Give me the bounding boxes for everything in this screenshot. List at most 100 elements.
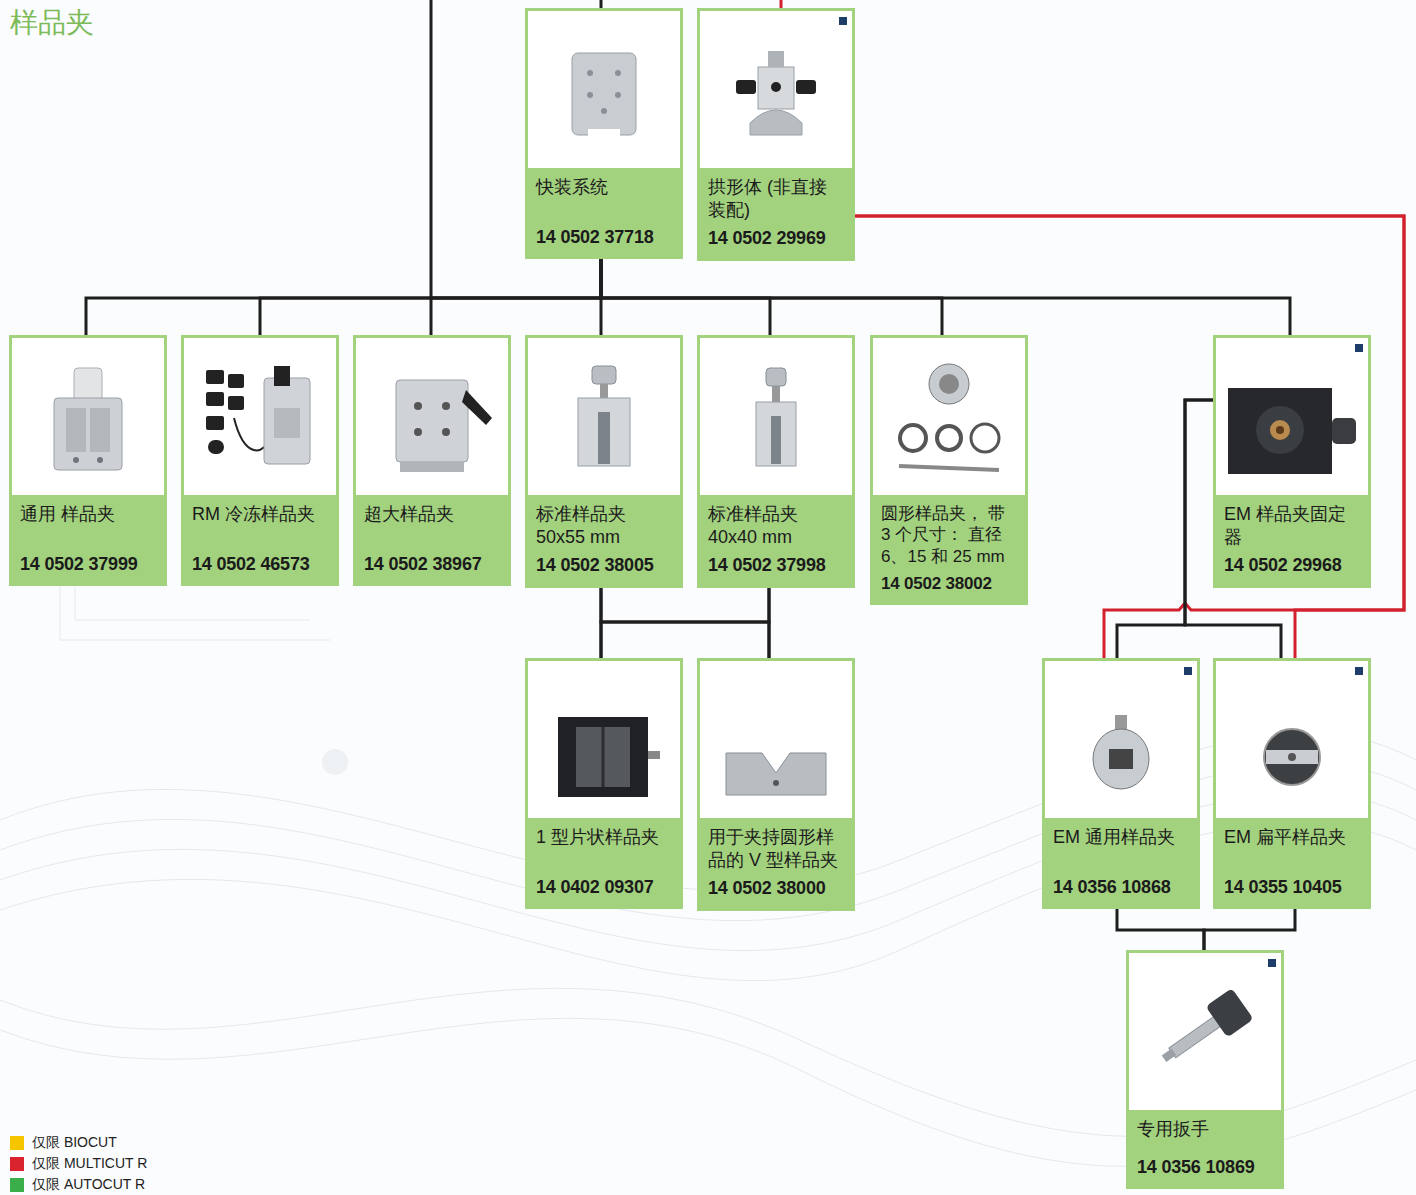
product-name: 标准样品夹 50x55 mm <box>536 503 672 548</box>
em-universal-picture <box>1109 749 1133 769</box>
marker-square <box>1184 667 1192 675</box>
product-box: EM 扁平样品夹14 0355 10405 <box>1213 658 1371 909</box>
oversize-clamp-picture <box>400 462 464 472</box>
product-box: 标准样品夹 40x40 mm14 0502 37998 <box>697 335 855 588</box>
connector <box>855 216 1404 658</box>
em-holder-picture <box>1332 418 1356 444</box>
product-box: EM 样品夹固定器14 0502 29968 <box>1213 335 1371 588</box>
connector <box>768 588 771 659</box>
quick-system-picture <box>587 92 593 98</box>
round-clamp-picture <box>971 424 999 452</box>
quick-system-picture <box>587 70 593 76</box>
product-name: 快装系统 <box>536 176 672 199</box>
v-clamp-picture <box>726 753 826 795</box>
universal-clamp-picture <box>90 408 110 452</box>
v-clamp-picture <box>773 780 779 786</box>
arch-picture <box>758 67 794 109</box>
product-name: 通用 样品夹 <box>20 503 156 526</box>
product-name: 1 型片状样品夹 <box>536 826 672 849</box>
picture-area <box>528 661 680 818</box>
cryo-clamp-picture <box>274 366 290 386</box>
v-clamp-picture <box>726 753 826 795</box>
standard-clamp-picture <box>756 402 796 466</box>
part-number: 14 0356 10869 <box>1137 1150 1273 1179</box>
picture-ground <box>1042 658 1200 818</box>
connector <box>600 588 603 659</box>
picture-area <box>356 338 508 495</box>
product-name: 用于夹持圆形样 品的 V 型样品夹 <box>708 826 844 871</box>
marker-square <box>1355 667 1363 675</box>
feed-line <box>430 0 433 298</box>
label-band: 标准样品夹 40x40 mm14 0502 37998 <box>700 495 852 585</box>
part-number: 14 0355 10405 <box>1224 870 1360 899</box>
em-universal-picture <box>1093 715 1149 789</box>
label-band: 拱形体 (非直接装配)14 0502 29969 <box>700 168 852 258</box>
label-band: 标准样品夹 50x55 mm14 0502 38005 <box>528 495 680 585</box>
cryo-clamp-picture <box>264 378 310 464</box>
connector <box>1117 400 1213 658</box>
product-name: 超大样品夹 <box>364 503 500 526</box>
cryo-clamp-picture <box>206 416 224 430</box>
product-box: RM 冷冻样品夹14 0502 46573 <box>181 335 339 586</box>
round-clamp-picture <box>937 426 961 450</box>
connector <box>601 259 942 335</box>
quick-system-picture <box>615 70 621 76</box>
picture-area <box>12 338 164 495</box>
picture-area <box>528 11 680 168</box>
product-box: 专用扳手14 0356 10869 <box>1126 950 1284 1189</box>
marker-square <box>1355 344 1363 352</box>
label-band: 1 型片状样品夹14 0402 09307 <box>528 818 680 906</box>
round-clamp-picture <box>929 364 969 404</box>
connector <box>86 259 601 335</box>
label-band: EM 扁平样品夹14 0355 10405 <box>1216 818 1368 906</box>
connector <box>855 216 1404 658</box>
round-clamp-picture <box>899 364 999 470</box>
label-band: 用于夹持圆形样 品的 V 型样品夹14 0502 38000 <box>700 818 852 908</box>
picture-ground <box>9 8 1371 1110</box>
legend-text: 仅限 MULTICUT R <box>32 1155 147 1173</box>
em-flat-picture <box>1266 750 1318 764</box>
picture-ground <box>525 8 683 168</box>
oversize-clamp-picture <box>442 428 450 436</box>
part-number: 14 0502 37998 <box>708 548 844 577</box>
product-box: 通用 样品夹14 0502 37999 <box>9 335 167 586</box>
picture-area <box>1216 338 1368 495</box>
em-holder-picture <box>1256 406 1304 454</box>
product-box: 用于夹持圆形样 品的 V 型样品夹14 0502 38000 <box>697 658 855 911</box>
oversize-clamp-picture <box>396 380 492 472</box>
connector <box>1117 909 1204 950</box>
arch-picture <box>768 51 784 67</box>
product-box: 超大样品夹14 0502 38967 <box>353 335 511 586</box>
part-number: 14 0502 29969 <box>708 221 844 250</box>
legend-swatch <box>10 1178 24 1192</box>
wrench-picture <box>1153 988 1253 1074</box>
em-holder-picture <box>1276 426 1284 434</box>
part-number: 14 0502 38005 <box>536 548 672 577</box>
product-name: 拱形体 (非直接装配) <box>708 176 844 221</box>
label-band: EM 通用样品夹14 0356 10868 <box>1045 818 1197 906</box>
feed-line <box>600 0 603 8</box>
legend-swatch <box>10 1157 24 1171</box>
picture-ground <box>697 658 855 818</box>
picture-area <box>1129 953 1281 1110</box>
wrench-picture <box>1162 1049 1176 1062</box>
picture-ground <box>181 335 339 495</box>
label-band: EM 样品夹固定器14 0502 29968 <box>1216 495 1368 585</box>
product-box: EM 通用样品夹14 0356 10868 <box>1042 658 1200 909</box>
part-number: 14 0502 29968 <box>1224 548 1360 577</box>
cryo-clamp-picture <box>206 366 310 464</box>
product-name: 标准样品夹 40x40 mm <box>708 503 844 548</box>
em-flat-picture <box>1264 729 1320 785</box>
marker-square <box>1268 959 1276 967</box>
universal-clamp-picture <box>54 368 122 470</box>
flat-clamp-picture <box>558 717 648 797</box>
universal-clamp-picture <box>74 368 102 402</box>
picture-area <box>1216 661 1368 818</box>
quick-system-picture <box>572 53 636 135</box>
em-universal-picture <box>1093 729 1149 789</box>
product-box: 圆形样品夹， 带 3 个尺寸： 直径 6、15 和 25 mm14 0502 3… <box>870 335 1028 605</box>
picture-area <box>700 11 852 168</box>
picture-ground <box>697 335 855 495</box>
round-clamp-picture <box>939 374 959 394</box>
picture-ground <box>1213 658 1371 818</box>
